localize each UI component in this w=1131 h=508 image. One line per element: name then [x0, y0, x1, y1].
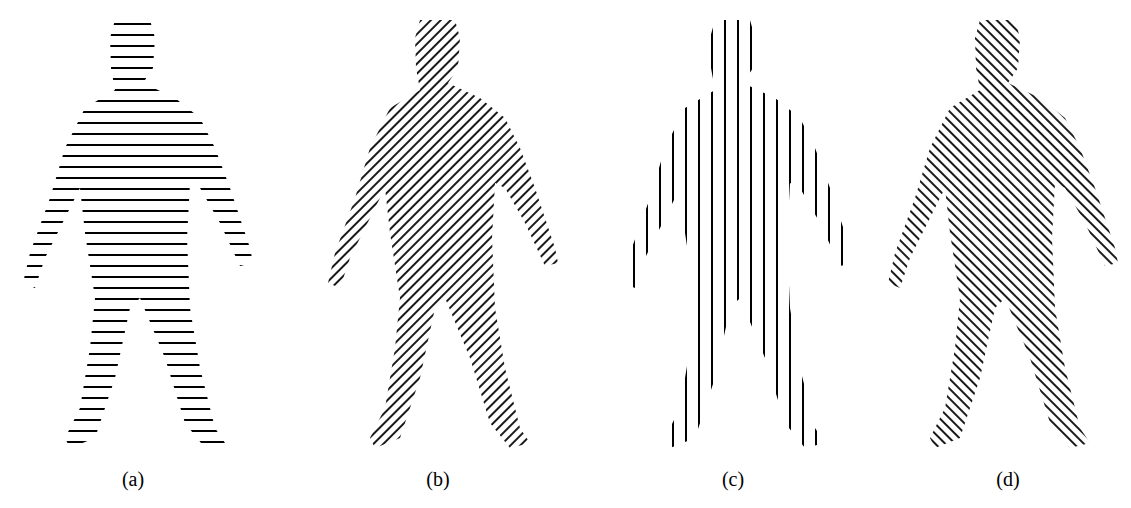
panel-label: (c) [722, 468, 744, 491]
silhouette-horizontal [15, 8, 260, 458]
panel-label: (a) [122, 468, 144, 491]
panel-label: (b) [426, 468, 449, 491]
silhouette-diagonal [320, 8, 565, 458]
silhouette-antidiagonal [880, 8, 1125, 458]
panel-label: (d) [996, 468, 1019, 491]
silhouette-vertical [615, 8, 860, 458]
